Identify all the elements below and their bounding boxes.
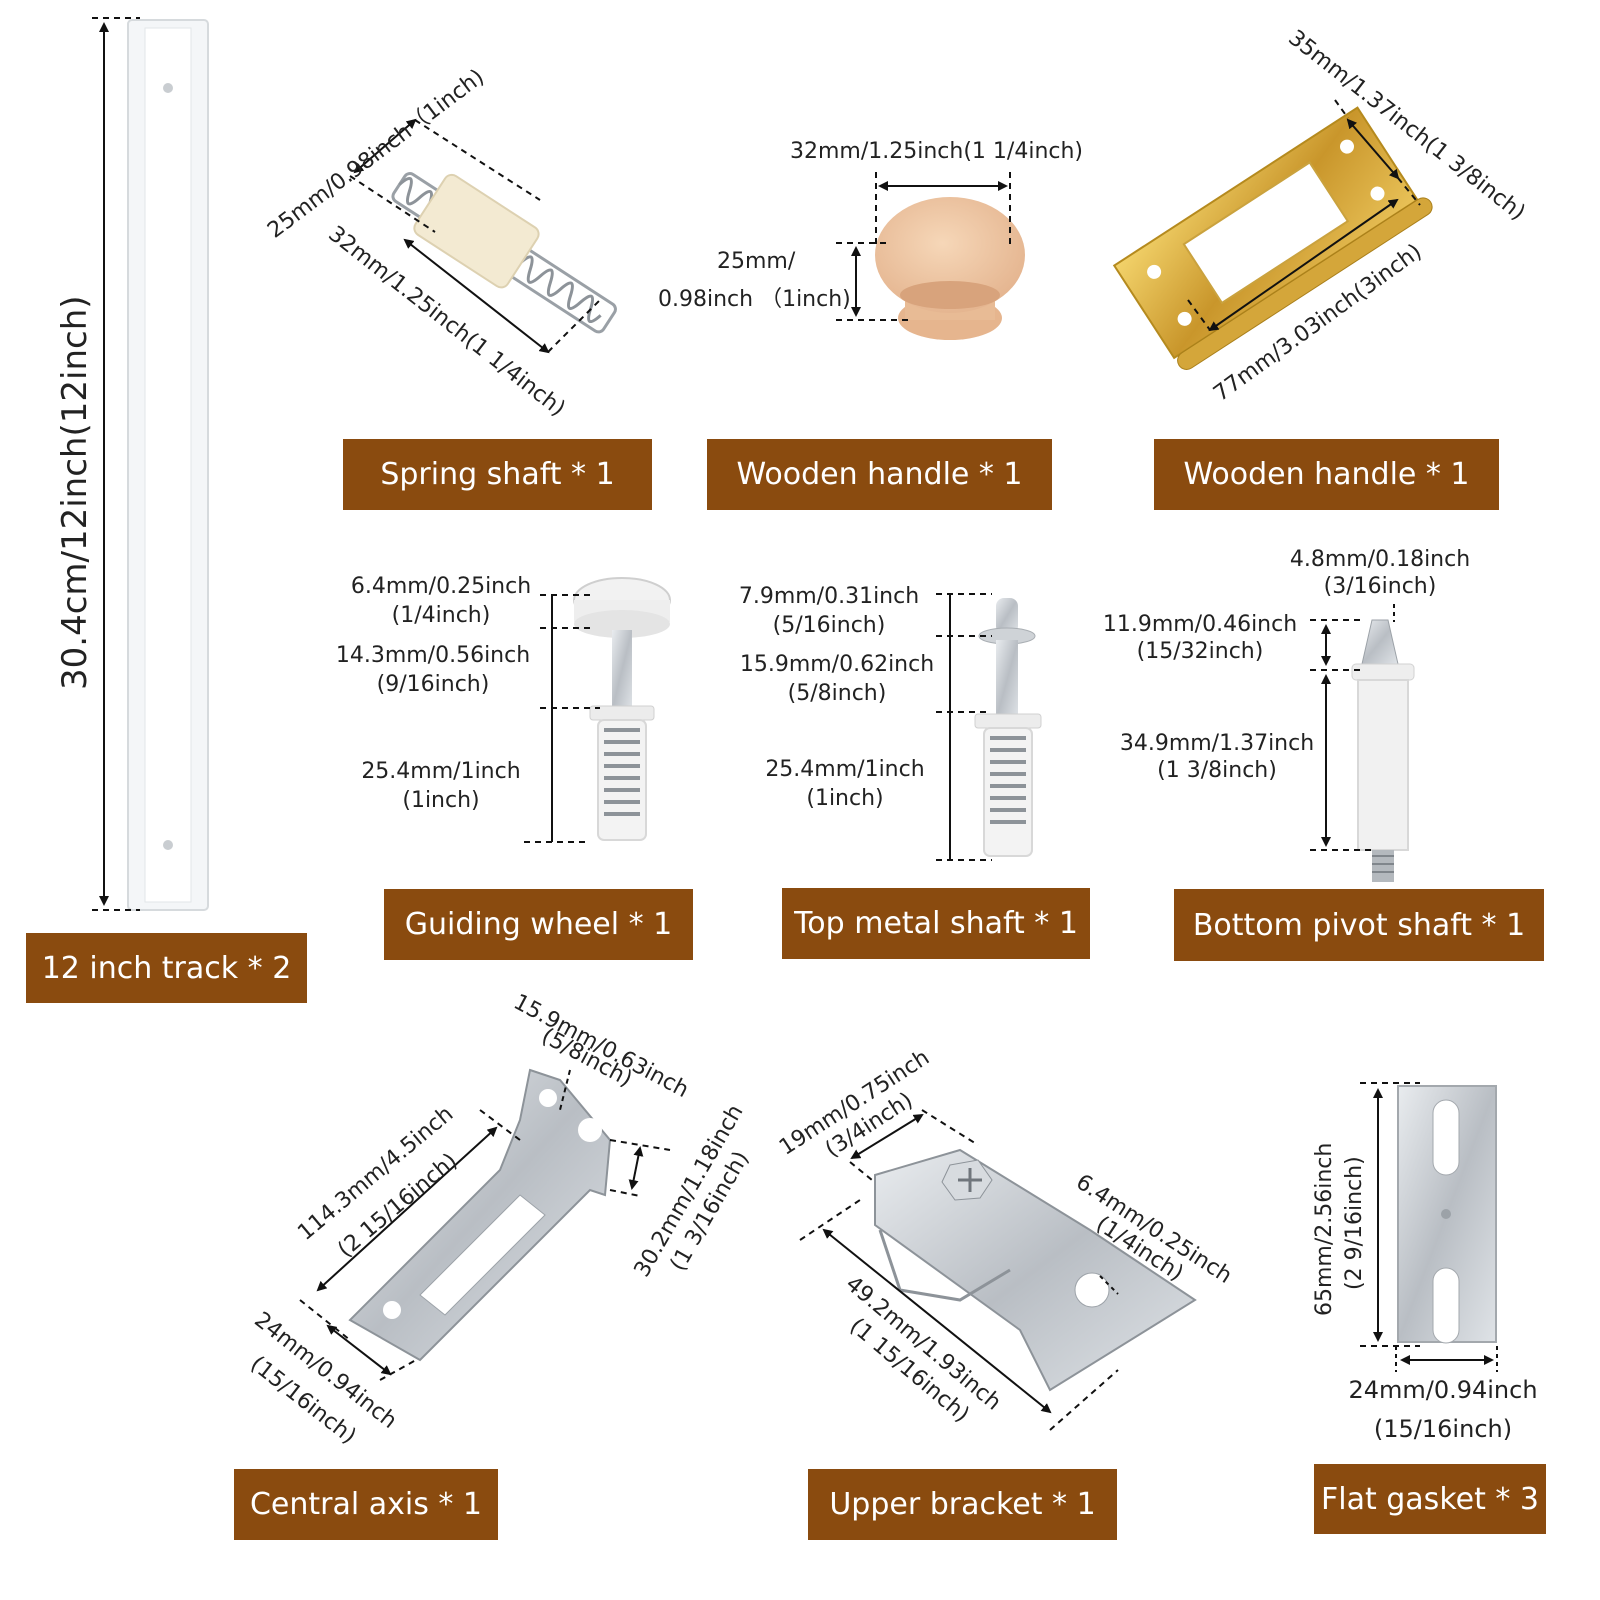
wooden-knob-image [875, 197, 1025, 340]
dim-pivot-c2: (1 3/8inch) [1157, 758, 1277, 783]
label-spring-shaft: Spring shaft * 1 [343, 439, 652, 510]
dim-wheel-a1: 6.4mm/0.25inch [350, 574, 532, 599]
wooden-knob-dimension [836, 172, 1011, 321]
dim-gasket-w1: 24mm/0.94inch [1348, 1376, 1538, 1404]
dim-pivot-c1: 34.9mm/1.37inch [1119, 731, 1315, 756]
bottom-pivot-shaft-dimension [1310, 604, 1395, 851]
dim-gasket-w2: (15/16inch) [1373, 1415, 1513, 1443]
label-top-metal-shaft: Top metal shaft * 1 [782, 888, 1090, 959]
hinge-dimension [1187, 99, 1421, 332]
label-hinge: Wooden handle * 1 [1154, 439, 1499, 510]
top-metal-shaft-image [974, 598, 1042, 857]
dim-knob-width: 32mm/1.25inch(1 1/4inch) [790, 139, 1084, 164]
label-wooden-handle: Wooden handle * 1 [707, 439, 1052, 510]
dim-top-c2: (1inch) [806, 786, 884, 811]
flat-gasket-dimension [1360, 1082, 1498, 1372]
guiding-wheel-image [573, 577, 671, 841]
dim-knob-height-a: 25mm/ [717, 249, 796, 274]
dim-pivot-b2: (15/32inch) [1136, 639, 1264, 664]
dim-knob-height-b: 0.98inch （1inch) [658, 287, 851, 312]
dim-track-length: 30.4cm/12inch(12inch) [55, 295, 95, 690]
dim-gasket-h2: (2 9/16inch) [1342, 1156, 1367, 1290]
track-dimension [92, 17, 140, 911]
bottom-pivot-shaft-image [1351, 619, 1415, 882]
dim-wheel-b2: (9/16inch) [376, 672, 490, 697]
dim-pivot-a2: (3/16inch) [1323, 574, 1437, 599]
label-track: 12 inch track * 2 [26, 933, 307, 1003]
track-image [127, 19, 209, 911]
dim-top-a1: 7.9mm/0.31inch [738, 584, 920, 609]
dim-wheel-c1: 25.4mm/1inch [361, 759, 521, 784]
spring-shaft-dimension [349, 118, 601, 354]
dim-wheel-c2: (1inch) [402, 788, 480, 813]
dim-top-a2: (5/16inch) [772, 613, 886, 638]
dim-wheel-b1: 14.3mm/0.56inch [335, 643, 531, 668]
central-axis-dimension [299, 1069, 671, 1381]
label-flat-gasket: Flat gasket * 3 [1314, 1464, 1546, 1534]
label-central-axis: Central axis * 1 [234, 1469, 498, 1540]
dim-pivot-b1: 11.9mm/0.46inch [1102, 612, 1298, 637]
dim-wheel-a2: (1/4inch) [391, 603, 491, 628]
dim-top-b2: (5/8inch) [787, 681, 887, 706]
guiding-wheel-dimension [524, 594, 600, 843]
dim-pivot-a1: 4.8mm/0.18inch [1289, 547, 1471, 572]
top-metal-shaft-dimension [936, 593, 992, 861]
hinge-image [1112, 106, 1433, 370]
label-guiding-wheel: Guiding wheel * 1 [384, 889, 693, 960]
flat-gasket-image [1397, 1085, 1497, 1344]
dim-top-c1: 25.4mm/1inch [765, 757, 925, 782]
label-bottom-pivot-shaft: Bottom pivot shaft * 1 [1174, 889, 1544, 961]
dim-top-b1: 15.9mm/0.62inch [739, 652, 935, 677]
label-upper-bracket: Upper bracket * 1 [808, 1469, 1117, 1540]
dim-gasket-h1: 65mm/2.56inch [1312, 1142, 1337, 1316]
upper-bracket-dimension [799, 1109, 1119, 1431]
